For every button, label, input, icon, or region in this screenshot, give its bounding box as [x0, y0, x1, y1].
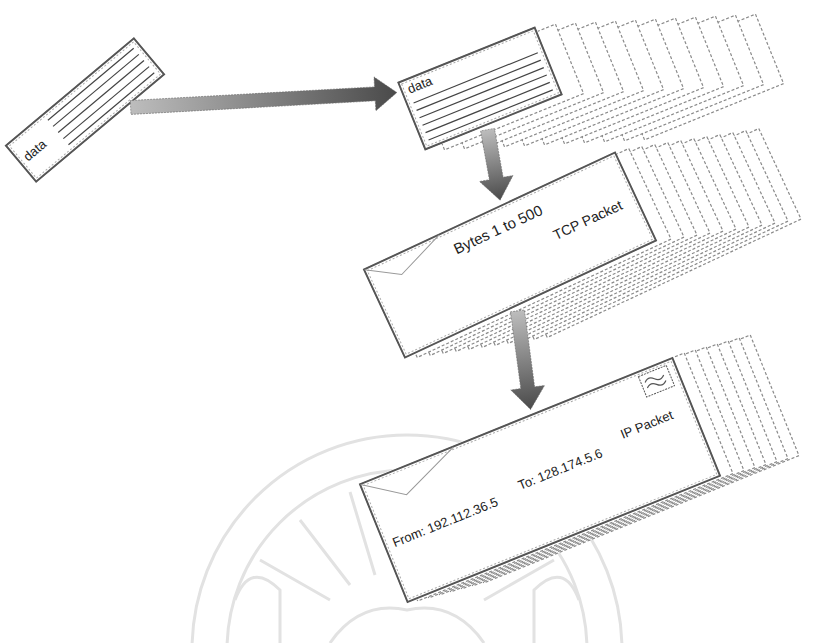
envelope-flap — [365, 235, 448, 288]
data-document: data — [4, 36, 166, 184]
ruled-line — [429, 89, 553, 139]
stamp-border — [638, 365, 674, 397]
postage-stamp — [638, 365, 674, 397]
outline-border — [360, 358, 720, 602]
seal-emblem — [330, 608, 484, 643]
flow-arrow — [480, 128, 514, 200]
ruled-line — [53, 54, 139, 126]
grain-border — [363, 361, 717, 598]
envelope-flap — [361, 447, 464, 509]
ruled-line — [58, 61, 144, 133]
flow-arrow — [511, 310, 545, 410]
stamp-waves — [644, 373, 667, 391]
flow-arrow — [130, 77, 397, 115]
ruled-line — [48, 48, 134, 120]
grain-border — [367, 156, 652, 354]
ruled-line — [63, 67, 149, 139]
grain-border — [402, 30, 559, 145]
outline-border — [364, 153, 656, 358]
ruled-line — [426, 82, 550, 132]
outline-border — [6, 38, 164, 181]
outline-border — [398, 27, 561, 149]
grain-border — [9, 42, 160, 178]
ruled-line — [68, 73, 154, 145]
